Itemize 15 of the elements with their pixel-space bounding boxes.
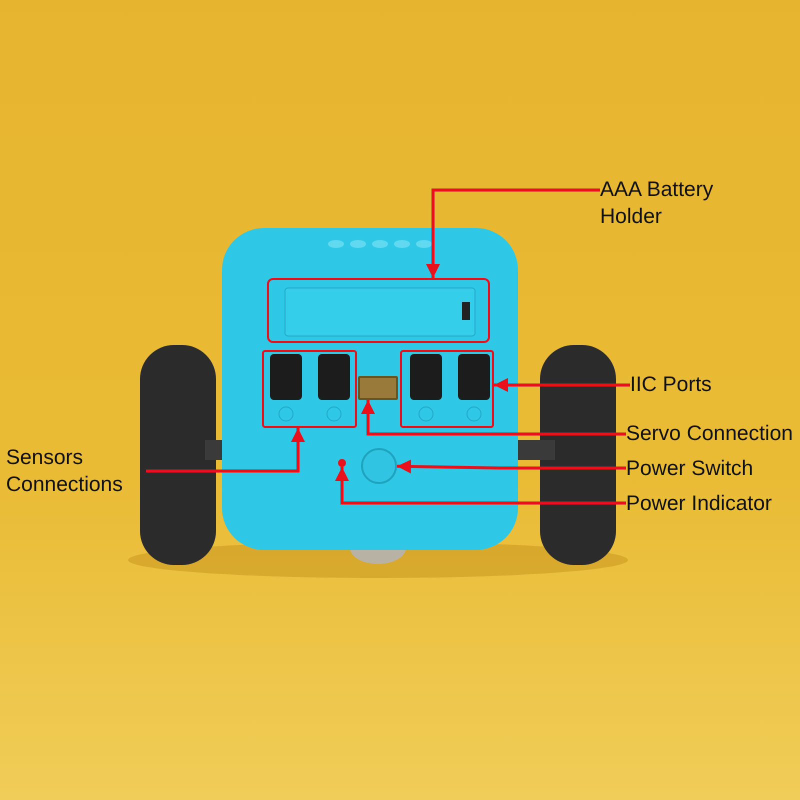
pin-header [358, 376, 398, 400]
callout-label: Power Indicator [626, 490, 772, 517]
callout-label: Power Switch [626, 455, 754, 482]
highlight-frame [267, 278, 490, 343]
callout-label: IIC Ports [630, 371, 712, 398]
callout-arrow [335, 467, 626, 504]
callout-label: Sensors Connections [6, 444, 146, 498]
callout-arrow [396, 460, 626, 474]
highlight-frame [400, 350, 494, 428]
callout-arrow [361, 400, 626, 436]
callout-arrow [426, 188, 600, 278]
highlight-frame [262, 350, 357, 428]
callout-label: Servo Connection [626, 420, 793, 447]
callout-arrow [146, 428, 305, 472]
callout-label: AAA Battery Holder [600, 176, 740, 230]
